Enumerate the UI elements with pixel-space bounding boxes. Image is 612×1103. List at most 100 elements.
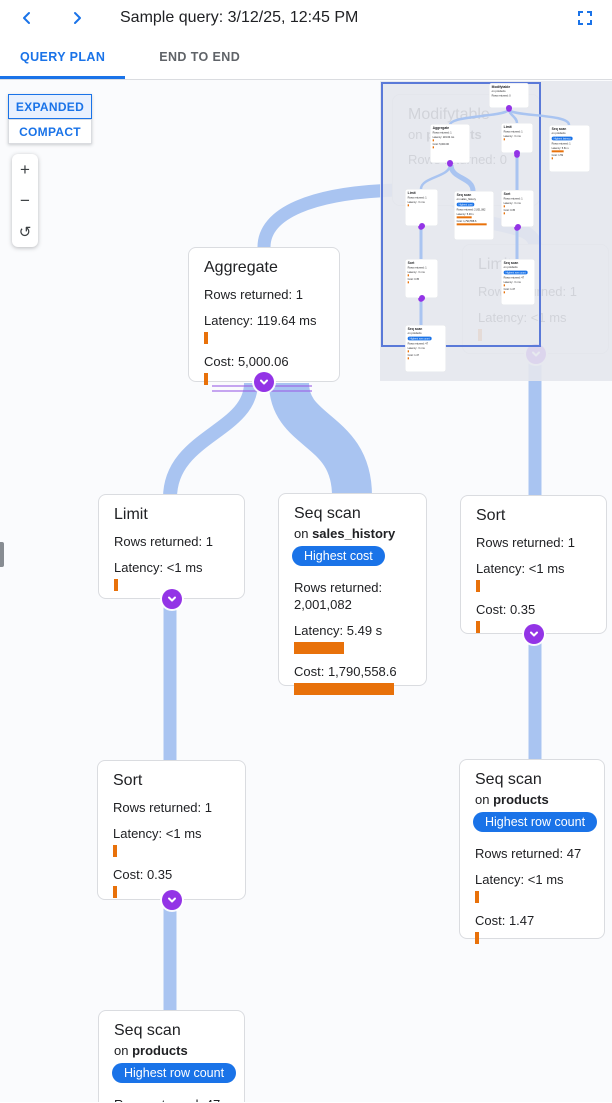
minimap-node-title: Aggregate — [432, 126, 450, 130]
minimap-node-title: Seq scan — [503, 261, 519, 265]
tab-end-to-end[interactable]: END TO END — [139, 35, 260, 79]
node-metric: Cost: 0.35 — [113, 867, 173, 882]
fullscreen-button[interactable] — [572, 5, 598, 31]
minimap-node-metric: Latency: <1 ms — [503, 134, 521, 138]
minimap-node-metric: Cost: 1.59 — [551, 153, 564, 157]
collapse-chevron-icon[interactable] — [161, 589, 182, 609]
plan-node-title: Seq scan — [294, 505, 361, 522]
zoom-out-button[interactable]: − — [20, 190, 30, 210]
minimap-node-metric: Latency: <1 ms — [407, 346, 425, 350]
metric-bar — [294, 683, 394, 695]
next-query-button[interactable] — [64, 5, 90, 31]
minimap-node-metric: Latency: 5.49 s — [456, 212, 474, 216]
minimap-connector-dot — [418, 295, 425, 301]
minimap-metric-bar — [432, 146, 434, 149]
metric-bar — [475, 891, 479, 903]
minimap-node-metric: Latency: 119.64 ms — [432, 135, 455, 139]
minimap-node-metric: Rows returned: 47 — [407, 342, 429, 346]
collapse-chevron-icon[interactable] — [523, 624, 544, 644]
plan-node-seq-scan-sales[interactable]: Seq scan on sales_history Highest cost R… — [278, 493, 427, 695]
plan-node-seq-scan-products[interactable]: Seq scan on products Highest row count R… — [98, 1010, 245, 1102]
minimap-node-metric: Latency: <1 ms — [407, 270, 425, 274]
minimap-node-table: on products — [491, 89, 506, 93]
plan-node-title: Limit — [114, 506, 148, 523]
highlight-badge: Highest row count — [112, 1063, 237, 1083]
minimap-metric-bar — [456, 223, 487, 226]
minimap-node-metric: Rows returned: 1 — [503, 197, 523, 201]
minimap-node-title: Seq scan — [407, 327, 423, 331]
minimap-node-modifytable[interactable]: Modifytable on products Rows returned: 0 — [489, 83, 529, 111]
reset-zoom-icon[interactable]: ↺ — [18, 223, 32, 241]
minimap-highlight-badge: Highest latency — [551, 136, 573, 141]
plan-node-title: Sort — [476, 507, 506, 524]
minimap[interactable]: Modifytable on products Rows returned: 0… — [380, 81, 612, 381]
highlight-badge: Highest cost — [292, 546, 385, 566]
tab-query-plan[interactable]: QUERY PLAN — [0, 35, 126, 79]
panel-resize-handle[interactable] — [0, 542, 4, 567]
metric-bar — [204, 332, 208, 344]
metric-bar — [113, 845, 117, 857]
collapse-chevron-icon[interactable] — [161, 890, 182, 910]
minimap-node-metric: Cost: 5,000.06 — [432, 142, 449, 146]
minimap-metric-bar — [503, 284, 505, 287]
minimap-node-metric: Rows returned: 0 — [491, 93, 511, 97]
minimap-highlight-badge: Highest row count — [503, 270, 528, 275]
minimap-node-metric: Cost: 0.35 — [407, 277, 420, 281]
plan-node-seq-scan-products[interactable]: Seq scan on products Highest row count R… — [459, 759, 605, 944]
plan-node-title: Sort — [113, 772, 143, 789]
view-mode-toggle: EXPANDED COMPACT — [8, 94, 92, 144]
compact-button[interactable]: COMPACT — [8, 119, 92, 144]
node-metric: Latency: 119.64 ms — [204, 313, 317, 328]
minimap-metric-bar — [407, 274, 409, 277]
metric-bar — [476, 580, 480, 592]
minimap-node-metric: Cost: 1.47 — [407, 353, 420, 357]
minimap-node-seq-scan-products[interactable]: Seq scan on products Highest row count R… — [501, 259, 535, 305]
query-plan-canvas[interactable]: Modifytable on products Rows returned: 0… — [0, 80, 612, 1102]
minimap-node-metric: Rows returned: 47 — [503, 276, 525, 280]
plan-node-table: on products — [475, 792, 549, 807]
minimap-metric-bar — [407, 281, 409, 284]
minimap-connector-dot — [506, 105, 512, 111]
minimap-node-title: Limit — [503, 125, 512, 129]
minimap-node-seq-scan-products[interactable]: Seq scan on products Highest row count R… — [405, 325, 446, 372]
tab-query-plan-label: QUERY PLAN — [20, 50, 106, 64]
minimap-node-table: on products — [503, 265, 518, 269]
expanded-button[interactable]: EXPANDED — [8, 94, 92, 119]
minimap-connector-dot — [418, 223, 425, 229]
minimap-metric-bar — [432, 139, 434, 142]
minimap-node-table: on sales_history — [456, 197, 476, 201]
zoom-controls: + − ↺ — [12, 154, 38, 247]
metric-bar — [476, 621, 480, 633]
minimap-node-seq-scan-latency[interactable]: Seq scan on products Highest latency Row… — [549, 125, 590, 172]
minimap-node-table: on products — [551, 131, 566, 135]
tab-bar: QUERY PLAN END TO END — [0, 35, 612, 80]
minimap-node-metric: Latency: <1 ms — [503, 201, 521, 205]
minimap-metric-bar — [503, 291, 505, 294]
minimap-node-metric: Cost: 1.47 — [503, 287, 516, 291]
metric-bar — [204, 373, 208, 385]
minimap-node-metric: Rows returned: 1 — [551, 142, 571, 146]
node-metric: Latency: <1 ms — [476, 561, 565, 576]
previous-query-button[interactable] — [14, 5, 40, 31]
collapse-chevron-icon[interactable] — [254, 372, 274, 392]
chevron-right-icon — [74, 11, 81, 24]
metric-bar — [294, 642, 344, 654]
minimap-metric-bar — [503, 212, 505, 215]
metric-bar — [113, 886, 117, 898]
minimap-node-seq-scan-sales[interactable]: Seq scan on sales_history Highest cost R… — [454, 191, 494, 240]
minimap-node-metric: Rows returned: 1 — [503, 130, 523, 134]
zoom-in-button[interactable]: + — [20, 159, 30, 179]
edge-aggregate-limit — [163, 382, 258, 499]
minimap-viewport[interactable] — [381, 82, 541, 347]
minimap-connector-dot — [447, 160, 453, 166]
